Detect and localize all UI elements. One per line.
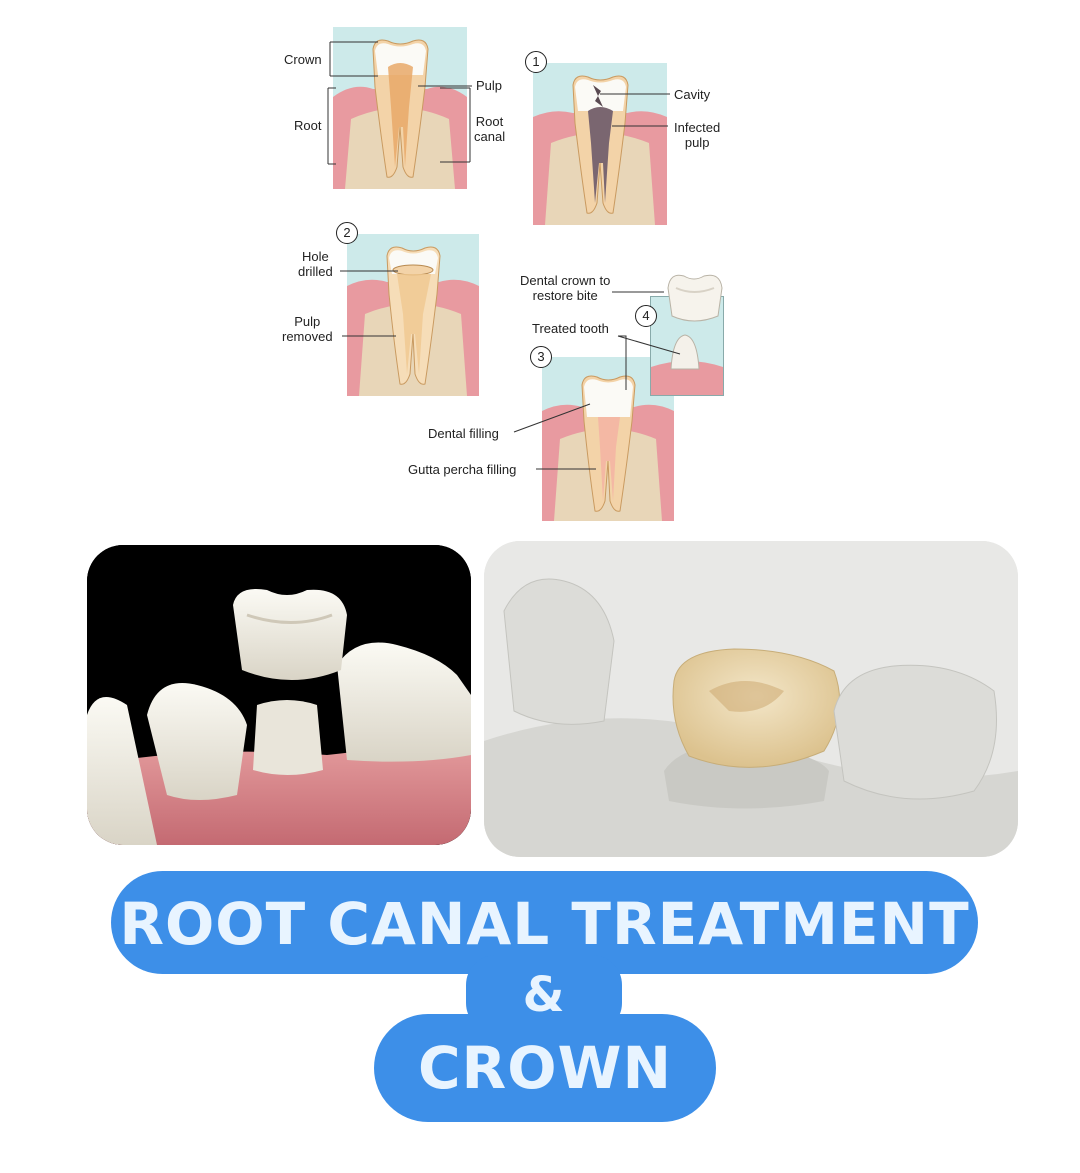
- step3-number: 3: [530, 346, 552, 368]
- tooth-anatomy-panel: [333, 27, 467, 189]
- label-cavity: Cavity: [674, 87, 711, 102]
- crown-model-illustration: [484, 541, 1018, 857]
- step1-illustration: [533, 63, 667, 225]
- tooth-anatomy-illustration: [333, 27, 467, 189]
- label-dental-filling: Dental filling: [428, 426, 499, 441]
- step3-panel: [542, 357, 674, 521]
- crown-render-photo: [87, 545, 471, 845]
- banner-title-line3: CROWN: [417, 1034, 673, 1102]
- step2-number: 2: [336, 222, 358, 244]
- step2-illustration: [347, 234, 479, 396]
- label-pulp: Pulp: [476, 78, 503, 93]
- label-pulp-removed: Pulp removed: [282, 314, 333, 344]
- banner-title-ampersand: &: [522, 967, 566, 1023]
- floating-dental-crown: [662, 268, 726, 328]
- diagram-leader-lines: [327, 41, 681, 470]
- label-root-canal: Root canal: [474, 114, 506, 144]
- step1-panel: [533, 63, 667, 225]
- label-crown: Crown: [284, 52, 322, 67]
- crown-render-illustration: [87, 545, 471, 845]
- label-treated-tooth: Treated tooth: [532, 321, 609, 336]
- crown-model-photo: [484, 541, 1018, 857]
- label-gutta-percha: Gutta percha filling: [408, 462, 517, 477]
- banner-pill-bottom: [374, 1014, 716, 1122]
- label-dental-crown: Dental crown to restore bite: [520, 273, 611, 303]
- step4-number: 4: [635, 305, 657, 327]
- label-root: Root: [294, 118, 322, 133]
- label-infected-pulp: Infected pulp: [674, 120, 721, 150]
- label-hole-drilled: Hole drilled: [298, 249, 333, 279]
- step1-number: 1: [525, 51, 547, 73]
- banner-title-line1: ROOT CANAL TREATMENT: [119, 890, 970, 958]
- step3-illustration: [542, 357, 674, 521]
- step2-panel: [347, 234, 479, 396]
